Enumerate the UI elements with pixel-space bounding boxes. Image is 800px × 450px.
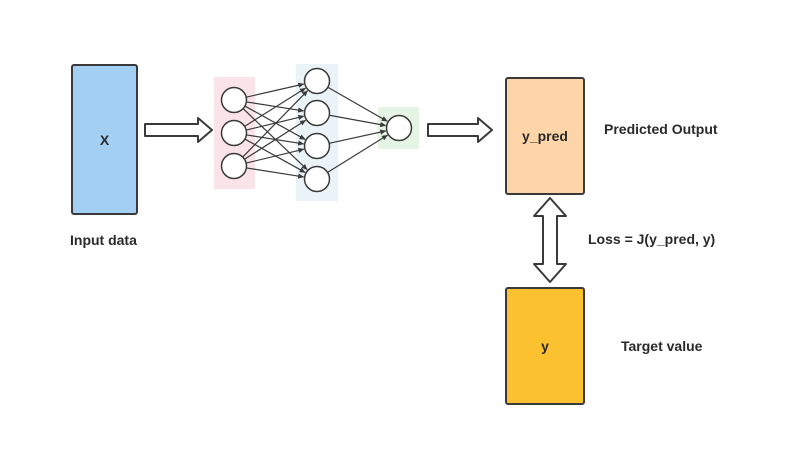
network-edge-arrowhead <box>297 140 305 146</box>
network-edge-arrowhead <box>299 167 306 173</box>
network-to-prediction-arrow <box>427 117 493 143</box>
loss-caption: Loss = J(y_pred, y) <box>588 231 716 247</box>
network-edge <box>244 87 306 127</box>
hidden-layer-node <box>303 99 331 127</box>
network-edge <box>327 134 388 173</box>
predicted-output-caption: Predicted Output <box>604 121 718 137</box>
predicted-output-box: y_pred <box>505 77 585 195</box>
network-edge-arrowhead <box>301 90 308 97</box>
network-edge-arrowhead <box>297 82 305 88</box>
input-layer-node <box>220 119 248 147</box>
network-edge <box>327 86 388 122</box>
input-data-box-label: X <box>99 131 110 148</box>
input-layer-node <box>220 86 248 114</box>
target-value-box: y <box>505 287 585 405</box>
hidden-layer-node <box>303 67 331 95</box>
network-nodes <box>220 67 413 193</box>
hidden-layer-node <box>303 132 331 160</box>
input-data-caption: Input data <box>70 232 137 248</box>
network-edge-arrowhead <box>379 129 387 135</box>
network-edge <box>246 167 304 178</box>
network-edge <box>246 83 304 98</box>
network-edge <box>246 148 305 164</box>
input-data-box: X <box>71 64 138 215</box>
network-edge <box>246 115 305 131</box>
input-to-network-arrow <box>144 117 213 143</box>
output-layer-node <box>385 114 413 142</box>
network-edge-arrowhead <box>297 173 305 179</box>
network-edge-arrowhead <box>297 147 305 153</box>
network-edge <box>246 101 304 112</box>
hidden-layer-node <box>303 165 331 193</box>
network-edge-arrowhead <box>381 116 388 122</box>
predicted-output-box-label: y_pred <box>522 128 568 144</box>
network-edge-arrowhead <box>297 114 305 120</box>
network-edge-arrowhead <box>301 164 308 171</box>
network-edge <box>244 119 306 160</box>
network-edge-arrowhead <box>379 122 387 128</box>
network-edge-arrowhead <box>381 134 388 141</box>
network-edge-arrowhead <box>297 107 305 113</box>
target-value-caption: Target value <box>621 338 703 354</box>
network-edges <box>242 82 388 179</box>
network-edge-arrowhead <box>299 87 306 94</box>
network-edge <box>242 90 308 158</box>
loss-double-arrow <box>533 197 567 283</box>
network-edge-arrowhead <box>299 134 306 140</box>
network-edge <box>329 114 386 127</box>
target-value-box-label: y <box>541 338 549 354</box>
network-edge <box>329 130 386 144</box>
input-layer-node <box>220 152 248 180</box>
network-edge-arrowhead <box>299 119 307 126</box>
